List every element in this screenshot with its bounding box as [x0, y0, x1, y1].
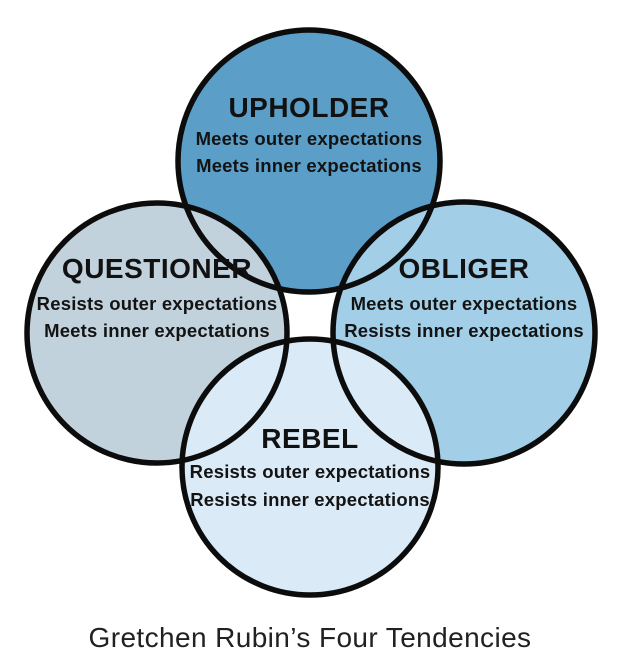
- rebel-labels: REBEL Resists outer expectations Resists…: [190, 423, 431, 510]
- obliger-line2: Resists inner expectations: [344, 320, 584, 341]
- circle-outlines: [24, 27, 598, 598]
- questioner-labels: QUESTIONER Resists outer expectations Me…: [37, 253, 278, 341]
- questioner-title: QUESTIONER: [62, 253, 252, 284]
- upholder-line1: Meets outer expectations: [196, 128, 423, 149]
- rebel-line2: Resists inner expectations: [190, 489, 430, 510]
- diagram-caption: Gretchen Rubin’s Four Tendencies: [89, 622, 532, 653]
- upholder-title: UPHOLDER: [228, 92, 389, 123]
- rebel-line1: Resists outer expectations: [190, 461, 431, 482]
- upholder-circle-outline: [175, 27, 443, 295]
- rebel-circle-outline: [179, 336, 441, 598]
- questioner-line1: Resists outer expectations: [37, 293, 278, 314]
- rebel-circle-fill: [182, 339, 438, 595]
- obliger-circle-outline: [330, 199, 598, 467]
- obliger-title: OBLIGER: [398, 253, 529, 284]
- upholder-labels: UPHOLDER Meets outer expectations Meets …: [196, 92, 423, 176]
- obliger-labels: OBLIGER Meets outer expectations Resists…: [344, 253, 584, 341]
- rebel-title: REBEL: [261, 423, 358, 454]
- questioner-circle-outline: [24, 200, 290, 466]
- upholder-circle-fill: [178, 30, 440, 292]
- upholder-line2: Meets inner expectations: [196, 155, 422, 176]
- questioner-line2: Meets inner expectations: [44, 320, 270, 341]
- obliger-line1: Meets outer expectations: [351, 293, 578, 314]
